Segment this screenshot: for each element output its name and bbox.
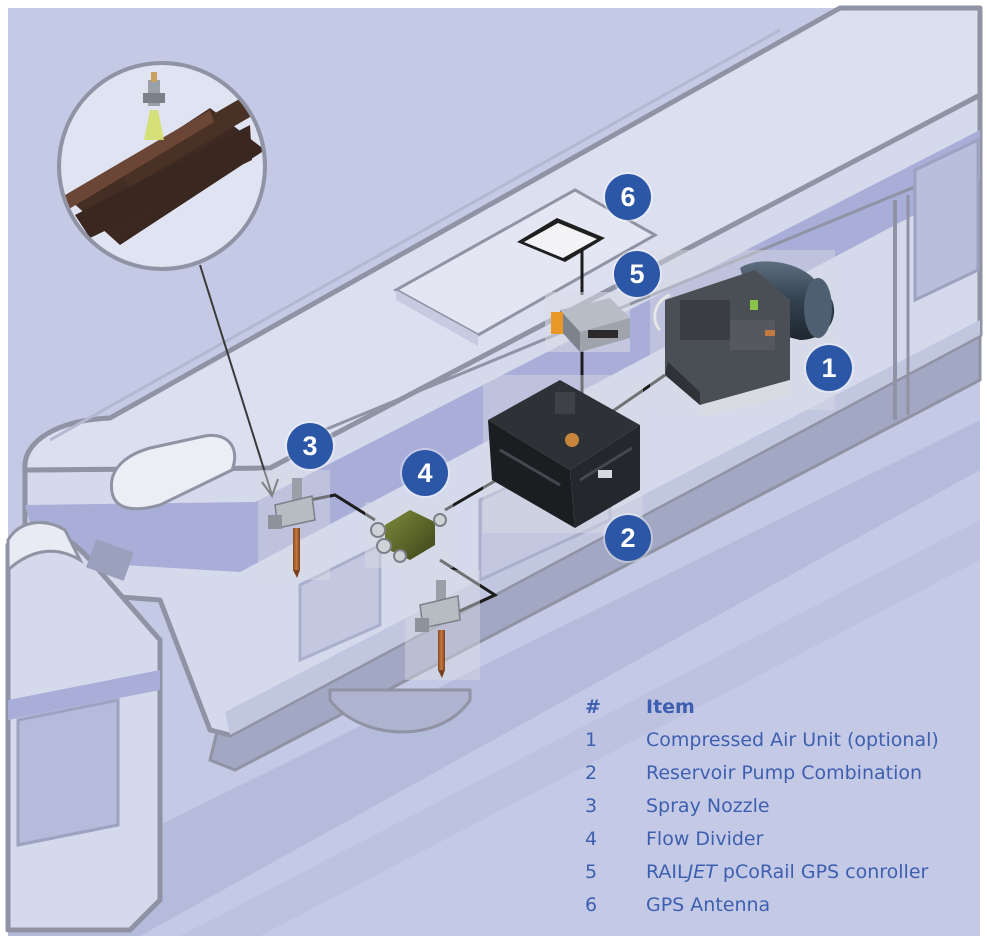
badge-2: 2 xyxy=(605,515,651,561)
legend-row-item: GPS Antenna xyxy=(646,894,771,916)
legend-row-num: 5 xyxy=(585,861,598,883)
legend-row-item: RAILJET pCoRail GPS conroller xyxy=(646,861,928,883)
legend-row-num: 4 xyxy=(585,828,598,850)
legend-row-num: 1 xyxy=(585,729,598,751)
flow-divider-image xyxy=(365,502,453,568)
roof-box-side xyxy=(396,290,478,346)
badge-5: 5 xyxy=(614,251,660,297)
gps-controller-image xyxy=(545,292,630,352)
roof-hump xyxy=(109,433,237,511)
compressed-air-unit-image xyxy=(650,250,835,418)
rail-inset xyxy=(57,61,267,271)
legend-row-num: 6 xyxy=(585,894,598,916)
roof-crease xyxy=(299,158,981,442)
legend-row-item: Compressed Air Unit (optional) xyxy=(646,729,939,751)
badge-6: 6 xyxy=(605,174,651,220)
badge-3: 3 xyxy=(287,423,333,469)
callout-arrowhead xyxy=(261,478,279,499)
track-band xyxy=(8,420,980,936)
inset-nozzle xyxy=(143,72,165,140)
window-3 xyxy=(913,137,980,303)
second-car-vent xyxy=(86,539,134,581)
legend-row-num: 3 xyxy=(585,795,598,817)
roof-line xyxy=(49,28,781,442)
legend-header-item: Item xyxy=(646,696,695,718)
second-car-stripe xyxy=(8,670,160,720)
legend-row-item: Reservoir Pump Combination xyxy=(646,762,923,784)
rail-section-image xyxy=(60,90,265,245)
legend-header-num: # xyxy=(585,696,601,718)
second-car-window xyxy=(16,698,120,847)
legend-item-pre: RAIL xyxy=(646,861,688,883)
gps-antenna-image xyxy=(517,218,605,262)
callout-arrow xyxy=(199,264,273,496)
legend-item-italic: JET xyxy=(687,861,717,883)
spray-nozzle-image xyxy=(258,470,330,580)
legend-item-post: pCoRail GPS conroller xyxy=(716,861,929,883)
reservoir-pump-image xyxy=(483,375,643,533)
legend-row-item: Spray Nozzle xyxy=(646,795,770,817)
bogie xyxy=(328,688,472,734)
legend-row-num: 2 xyxy=(585,762,598,784)
badge-1: 1 xyxy=(806,345,852,391)
legend-row-item: Flow Divider xyxy=(646,828,764,850)
badge-4: 4 xyxy=(402,450,448,496)
car-lower-panel xyxy=(225,320,980,735)
window-1 xyxy=(298,542,382,663)
track-band-lower xyxy=(180,520,980,936)
second-car-roof xyxy=(6,521,84,574)
car-stripe xyxy=(25,130,980,572)
spray-nozzle-image-2 xyxy=(405,570,480,680)
